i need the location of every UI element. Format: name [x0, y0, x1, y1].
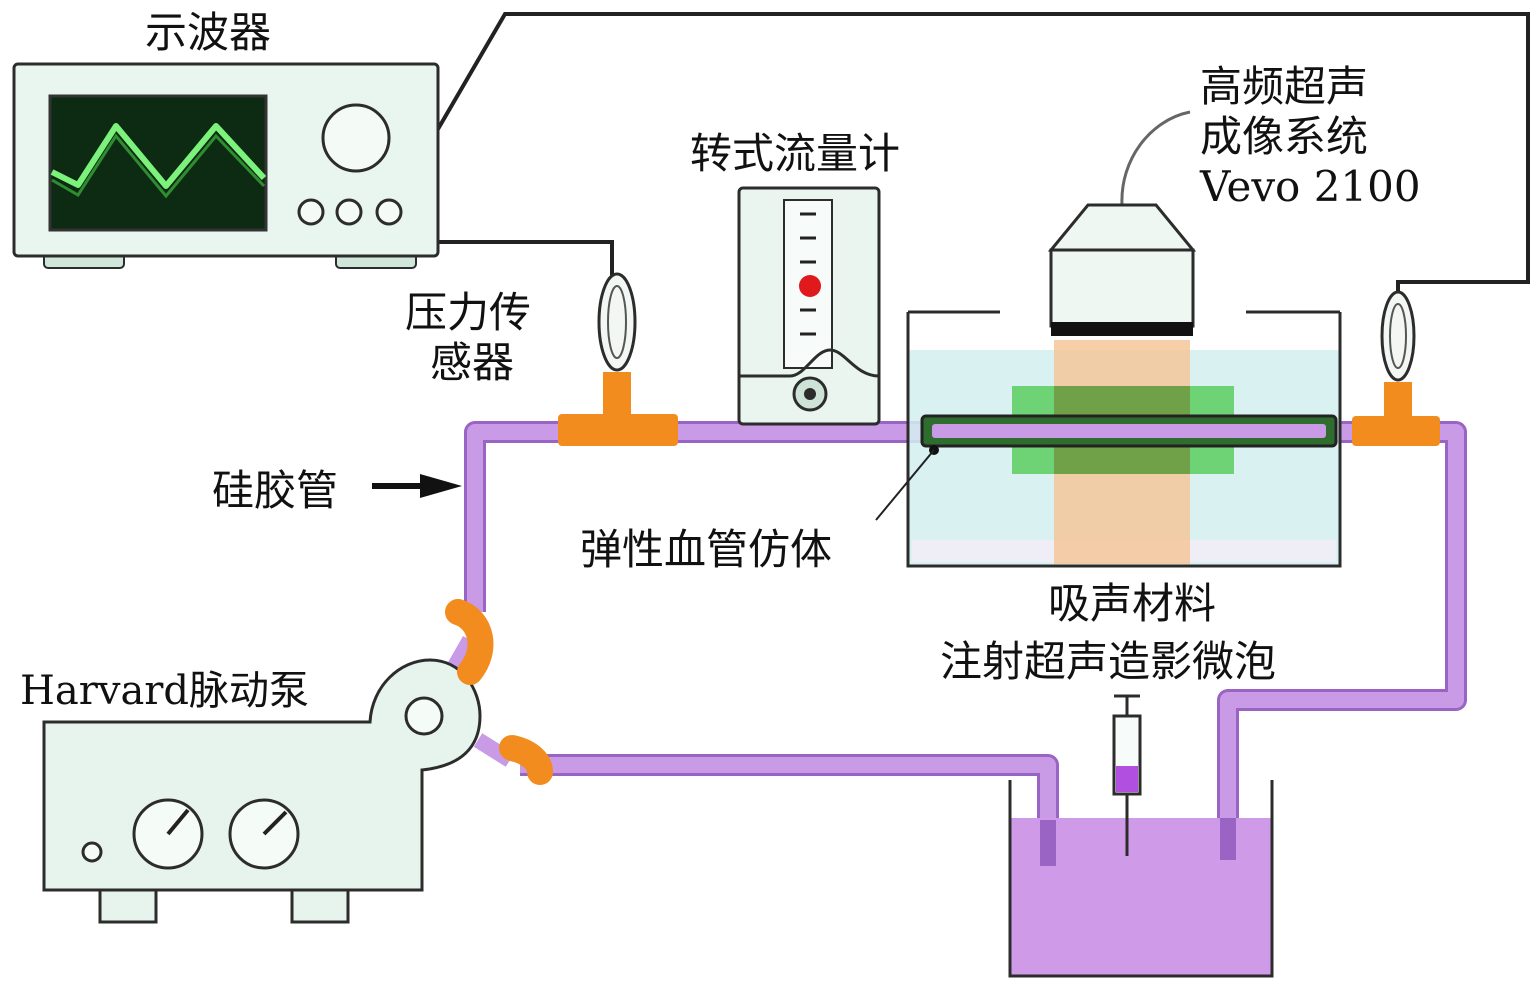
- label-silicone-tube: 硅胶管: [212, 466, 338, 515]
- syringe-icon: [1112, 694, 1142, 856]
- transducer-body: [1049, 248, 1195, 328]
- label-pump: Harvard脉动泵: [20, 668, 309, 714]
- transducer-cap: [1047, 203, 1197, 252]
- pump-gauge-left-needle: [166, 808, 190, 836]
- oscilloscope-port-3-icon: [375, 198, 403, 226]
- oscilloscope: [12, 62, 440, 269]
- pump-outlet-connector: [499, 735, 553, 785]
- right-tee-stem: [1384, 382, 1412, 422]
- reservoir: [1008, 780, 1274, 978]
- flowmeter-valve-center: [804, 388, 816, 400]
- flowmeter-scale: [800, 212, 816, 336]
- label-imaging-line1: 高频超声: [1200, 62, 1368, 111]
- vessel-phantom-lumen: [932, 424, 1326, 438]
- left-tee-stem: [603, 372, 631, 420]
- pressure-sensor-icon: [597, 272, 637, 372]
- label-flowmeter: 转式流量计: [690, 129, 900, 178]
- oscilloscope-port-2-icon: [335, 198, 363, 226]
- pump-inlet-connector: [445, 599, 494, 685]
- pump-gauge-right-needle: [262, 810, 288, 836]
- pump-indicator-icon: [81, 841, 103, 863]
- oscilloscope-screen: [48, 94, 268, 232]
- pulsatile-pump-icon: [42, 599, 553, 924]
- label-pressure-line1: 压力传: [405, 288, 531, 337]
- pressure-sensor-inner: [607, 285, 627, 359]
- ultrasound-transducer-icon: [1047, 203, 1197, 336]
- label-imaging-line3: Vevo 2100: [1199, 162, 1421, 211]
- flowmeter-base-curve: [739, 348, 880, 378]
- right-tee-connector: [1352, 416, 1440, 446]
- oscilloscope-port-1-icon: [297, 198, 325, 226]
- pump-rotor-icon: [404, 696, 444, 736]
- arrow-right-icon: [372, 474, 462, 498]
- tube-return-core: [520, 757, 1056, 860]
- arrow-head: [420, 474, 462, 498]
- label-microbubble: 注射超声造影微泡: [940, 637, 1276, 686]
- label-oscilloscope: 示波器: [145, 8, 271, 57]
- tank-walls: [906, 312, 1342, 568]
- label-pressure-line2: 感器: [430, 338, 514, 387]
- label-absorber: 吸声材料: [1048, 579, 1216, 628]
- label-vessel-phantom: 弹性血管仿体: [580, 525, 832, 574]
- syringe-contents: [1116, 766, 1138, 792]
- pressure-sensor-left: [558, 272, 678, 446]
- reservoir-walls: [1008, 780, 1274, 978]
- pressure-sensor-right: [1352, 290, 1440, 446]
- oscilloscope-knob-icon: [321, 103, 391, 173]
- left-tee-connector: [558, 414, 678, 446]
- oscilloscope-waveform: [50, 123, 267, 189]
- label-imaging-line2: 成像系统: [1200, 112, 1368, 161]
- water-tank: [875, 310, 1342, 568]
- tube-return-outline: [520, 754, 1059, 860]
- pressure-sensor-icon: [1380, 290, 1416, 382]
- transducer-face: [1051, 322, 1193, 336]
- rotameter-icon: [737, 186, 881, 426]
- pressure-sensor-inner: [1389, 303, 1407, 369]
- oscilloscope-waveform-glow: [51, 133, 266, 199]
- pump-foot-right: [290, 886, 350, 924]
- flowmeter-float-icon: [799, 275, 821, 297]
- transducer-cable: [1120, 110, 1191, 206]
- phantom-leader-line: [875, 449, 935, 521]
- tube-core: [467, 424, 1464, 820]
- wire-oscilloscope-to-right-sensor: [390, 12, 1530, 292]
- pump-foot-left: [98, 886, 158, 924]
